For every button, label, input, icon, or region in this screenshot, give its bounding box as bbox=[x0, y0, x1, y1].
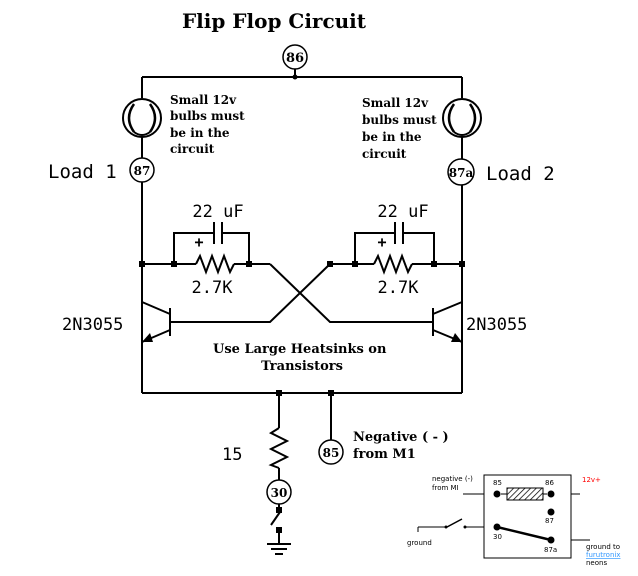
svg-text:86: 86 bbox=[286, 51, 304, 66]
right-capacitor-polarity: + bbox=[377, 233, 386, 251]
relay-pin-87: 87 bbox=[545, 517, 554, 525]
terminal-85: 85 bbox=[318, 439, 344, 465]
left-transistor-label: 2N3055 bbox=[62, 315, 123, 335]
load-2-label: Load 2 bbox=[486, 163, 555, 185]
svg-text:85: 85 bbox=[323, 446, 340, 460]
cross-coupling bbox=[170, 263, 433, 323]
right-resistor-label: 2.7K bbox=[378, 278, 420, 298]
bottom-resistor-label: 15 bbox=[222, 445, 242, 465]
svg-text:87a: 87a bbox=[449, 166, 474, 180]
svg-text:30: 30 bbox=[271, 486, 288, 500]
left-bulb-note: Small 12v bulbs must be in the circuit bbox=[170, 93, 249, 156]
relay-neons-label: neons bbox=[586, 559, 607, 567]
ground-icon bbox=[267, 543, 291, 555]
load-1-label: Load 1 bbox=[48, 161, 117, 183]
svg-text:87: 87 bbox=[134, 164, 151, 178]
right-transistor-icon bbox=[432, 301, 463, 343]
svg-text:negative (-) from MI: negative (-) from MI ground ground to ne… bbox=[407, 475, 622, 567]
relay-pin-30: 30 bbox=[493, 533, 502, 541]
right-bulb-note: Small 12v bulbs must be in the circuit bbox=[362, 96, 441, 161]
relay-ground-label: ground bbox=[407, 539, 432, 547]
left-bulb-icon bbox=[122, 98, 162, 138]
relay-12v-label: 12v+ bbox=[582, 476, 601, 484]
relay-pin-85: 85 bbox=[493, 479, 502, 487]
svg-text:85 86 87 30: 85 86 87 30 87a bbox=[493, 479, 557, 554]
negative-note: Negative ( - ) from M1 bbox=[353, 430, 453, 462]
relay-ground-to-label: ground to bbox=[586, 543, 620, 551]
heatsink-note: Use Large Heatsinks on Transistors bbox=[213, 342, 391, 374]
left-rc-network bbox=[142, 222, 270, 275]
right-capacitor-label: 22 uF bbox=[377, 202, 428, 222]
relay-pin-86: 86 bbox=[545, 479, 554, 487]
relay-inset: 85 86 87 30 87a negative (-) from MI gro… bbox=[407, 474, 622, 567]
terminal-87a: 87a bbox=[447, 158, 475, 186]
left-capacitor-label: 22 uF bbox=[192, 202, 243, 222]
relay-neg-label-2: from MI bbox=[432, 484, 459, 492]
diagram-title: Flip Flop Circuit bbox=[182, 9, 367, 33]
right-transistor-label: 2N3055 bbox=[466, 315, 527, 335]
left-resistor-label: 2.7K bbox=[192, 278, 234, 298]
right-bulb-icon bbox=[442, 98, 482, 138]
left-transistor-icon bbox=[141, 301, 171, 343]
relay-furutronix-link[interactable]: furutronix bbox=[586, 551, 621, 559]
bottom-rail bbox=[141, 342, 463, 480]
terminal-86: 86 bbox=[282, 44, 308, 70]
relay-pin-87a: 87a bbox=[544, 546, 557, 554]
terminal-30: 30 bbox=[266, 479, 292, 505]
left-capacitor-polarity: + bbox=[194, 233, 203, 251]
terminal-87: 87 bbox=[129, 157, 155, 183]
right-rc-network bbox=[330, 222, 462, 275]
relay-neg-label-1: negative (-) bbox=[432, 475, 473, 483]
